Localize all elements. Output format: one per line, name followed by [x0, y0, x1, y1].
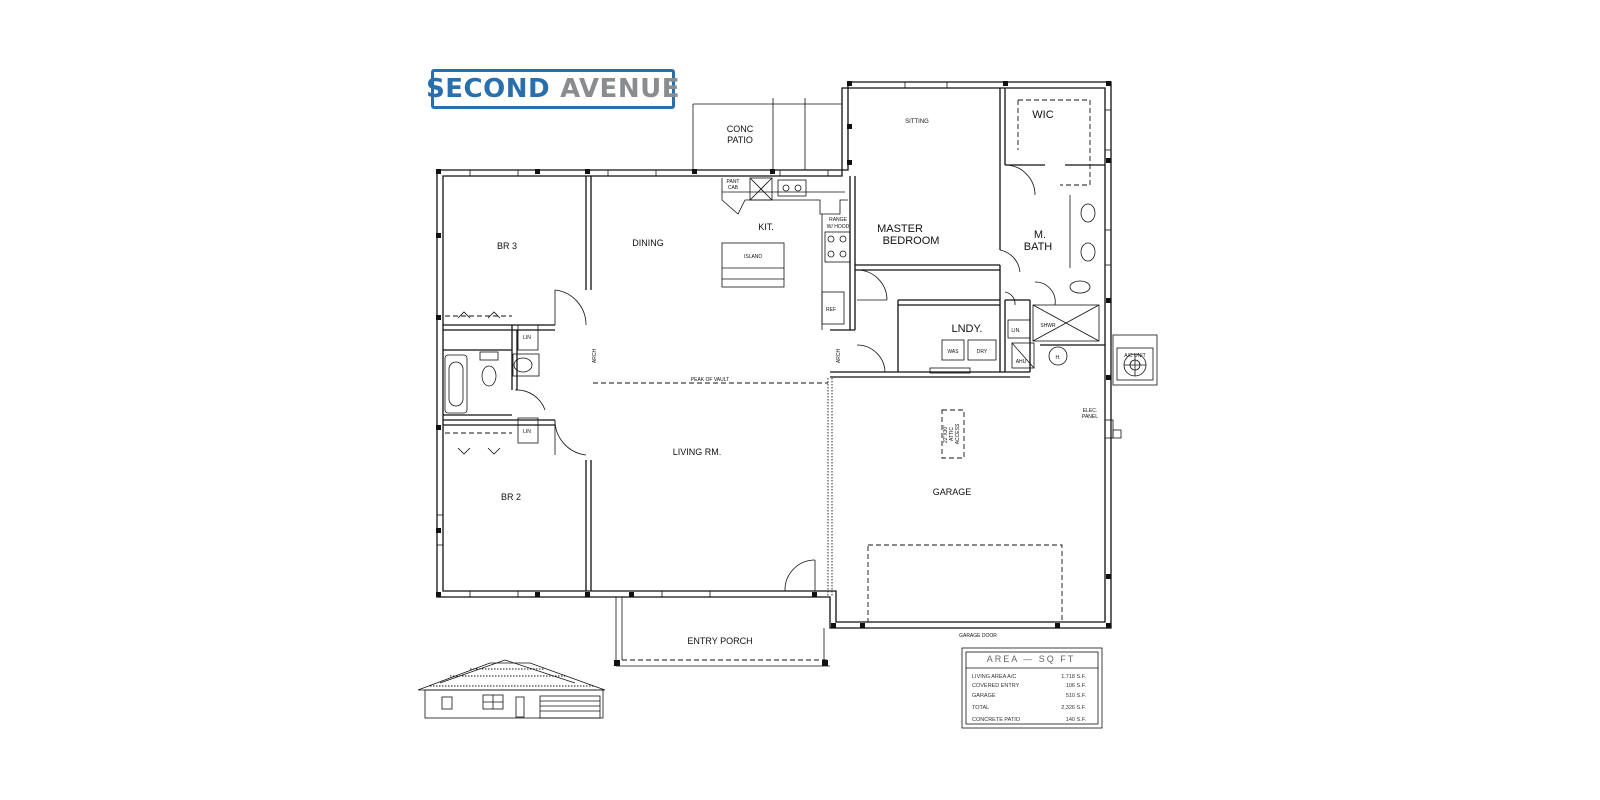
label-ref: REF	[826, 307, 836, 313]
label-ahu: AHU	[1016, 359, 1027, 365]
label-pant-cab-1: PANT	[727, 179, 740, 185]
area-row-1-label: LIVING AREA A/C	[972, 674, 1016, 680]
label-lin-upper: LIN	[523, 335, 531, 341]
area-row-2-label: COVERED ENTRY	[972, 683, 1020, 689]
door-swings	[514, 164, 1056, 592]
windows	[436, 81, 1112, 598]
label-entry-porch: ENTRY PORCH	[687, 636, 752, 646]
label-wic: WIC	[1032, 109, 1053, 121]
garage-door-outline	[867, 544, 1063, 623]
concrete-patio: CONC PATIO	[692, 98, 842, 170]
area-row-5-label: CONCRETE PATIO	[972, 717, 1021, 723]
label-island: ISLAND	[744, 254, 762, 260]
wic-rods	[1017, 99, 1091, 186]
area-row-3-value: 510 S.F.	[1066, 693, 1087, 699]
area-table: AREA — SQ FT LIVING AREA A/C 1,718 S.F. …	[961, 647, 1103, 729]
label-dining: DINING	[632, 238, 664, 248]
area-row-4-value: 2,326 S.F.	[1061, 705, 1086, 711]
label-garage-door: GARAGE DOOR	[959, 633, 997, 639]
label-mbath-1: M.	[1034, 229, 1046, 241]
label-elec-panel-2: PANEL	[1082, 414, 1098, 420]
label-master-2: BEDROOM	[883, 235, 940, 247]
label-washer: WAS	[947, 349, 959, 355]
master-bath-fixtures	[1069, 195, 1096, 294]
hall-bath-fixtures	[444, 351, 540, 414]
wall-posts	[436, 81, 1111, 628]
patio-label-1: CONC	[727, 124, 754, 134]
label-garage: GARAGE	[933, 487, 972, 497]
label-lin-lower: LIN	[523, 429, 531, 435]
label-sitting: SITTING	[905, 119, 929, 125]
label-dryer: DRY	[977, 349, 988, 355]
label-water-heater: H.	[1056, 355, 1061, 361]
label-kitchen: KIT.	[758, 222, 774, 232]
brand-logo: SECOND AVENUE	[426, 69, 679, 109]
laundry-fixtures	[941, 319, 1068, 369]
area-table-header: AREA — SQ FT	[987, 654, 1076, 664]
label-pant-cab-2: CAB	[728, 185, 739, 191]
area-row-3-label: GARAGE	[972, 693, 996, 699]
label-peak-of-vault: PEAK OF VAULT	[691, 377, 729, 383]
brand-word-secondary: AVENUE	[560, 74, 680, 104]
label-mbath-2: BATH	[1024, 241, 1053, 253]
label-attic-3: ACCESS	[955, 423, 961, 444]
label-elec-panel-1: ELEC.	[1083, 408, 1097, 414]
entry-porch-structure	[614, 597, 830, 667]
label-arch-right: ARCH	[836, 349, 842, 364]
label-attic-2: ATTIC	[949, 427, 955, 441]
closet-markers	[445, 311, 512, 455]
label-master-1: MASTER	[877, 223, 923, 235]
area-row-4-label: TOTAL	[972, 705, 989, 711]
label-br2: BR 2	[501, 492, 521, 502]
label-range-1: RANGE	[829, 217, 847, 223]
area-row-1-value: 1,718 S.F.	[1061, 674, 1086, 680]
label-shower: SHWR	[1040, 323, 1056, 329]
label-lin-master: LIN.	[1011, 328, 1020, 334]
ac-unit	[1104, 334, 1158, 439]
brand-word-primary: SECOND	[426, 74, 551, 104]
label-br3: BR 3	[497, 241, 517, 251]
area-row-2-value: 106 S.F.	[1066, 683, 1087, 689]
kitchen-cabinets	[721, 177, 851, 330]
label-living: LIVING RM.	[673, 447, 722, 457]
label-laundry: LNDY.	[952, 323, 983, 335]
attic-access	[941, 409, 965, 459]
house-elevation-sketch	[417, 659, 606, 719]
label-arch-left: ARCH	[592, 349, 598, 364]
label-attic-1: 22"X30"	[943, 425, 949, 443]
label-ac-unit: A/C UNIT	[1124, 353, 1145, 359]
patio-label-2: PATIO	[727, 135, 753, 145]
label-attic-access: 22"X30" ATTIC ACCESS	[943, 423, 961, 444]
interior-walls	[443, 88, 1105, 597]
label-range-2: W/ HOOD	[827, 224, 850, 230]
area-row-5-value: 140 S.F.	[1066, 717, 1087, 723]
exterior-walls	[436, 81, 1112, 629]
